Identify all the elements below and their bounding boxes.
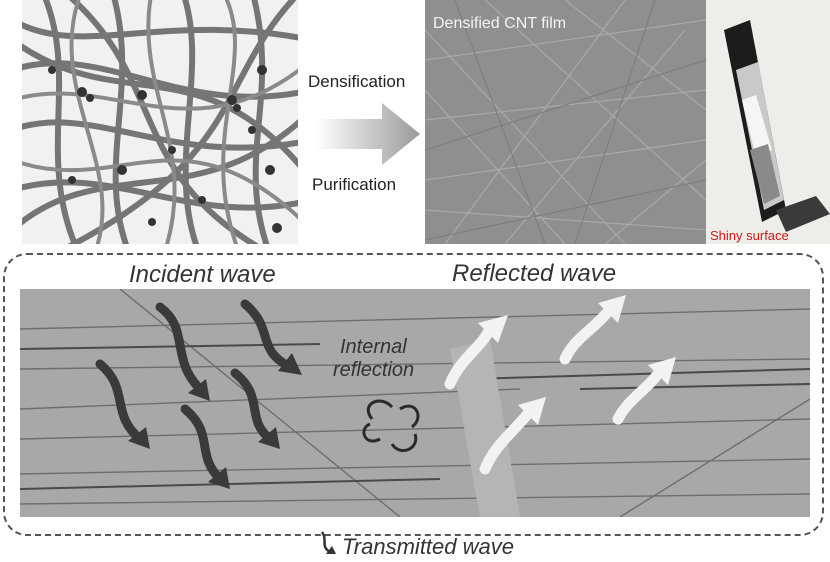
reflected-arrows (444, 295, 676, 475)
internal-label-line1: Internal (340, 336, 407, 358)
densification-label: Densification (308, 72, 406, 91)
film-photo: Shiny surface (706, 0, 830, 244)
process-arrow-icon (316, 103, 420, 165)
cnt-tubes (22, 0, 298, 244)
purification-label: Purification (312, 175, 397, 194)
internal-label-line2: reflection (333, 359, 415, 381)
incident-wave-label: Incident wave (129, 261, 276, 288)
wave-interaction-frame (3, 253, 824, 536)
reflected-wave-label: Reflected wave (452, 260, 617, 287)
raw-cnt-network-image (22, 0, 298, 244)
shiny-film-strip (724, 20, 830, 232)
incident-arrows (95, 299, 302, 489)
film-title: Densified CNT film (433, 15, 567, 32)
scene-graphics (20, 289, 810, 517)
shiny-surface-caption: Shiny surface (710, 228, 789, 243)
wave-scene-image (20, 289, 810, 517)
internal-reflection-arrows (362, 399, 420, 452)
transmitted-wave-label: Transmitted wave (342, 534, 514, 559)
film-texture (425, 0, 706, 244)
transmitted-arrow-icon (320, 531, 336, 554)
densified-film-image: Densified CNT film (425, 0, 706, 244)
